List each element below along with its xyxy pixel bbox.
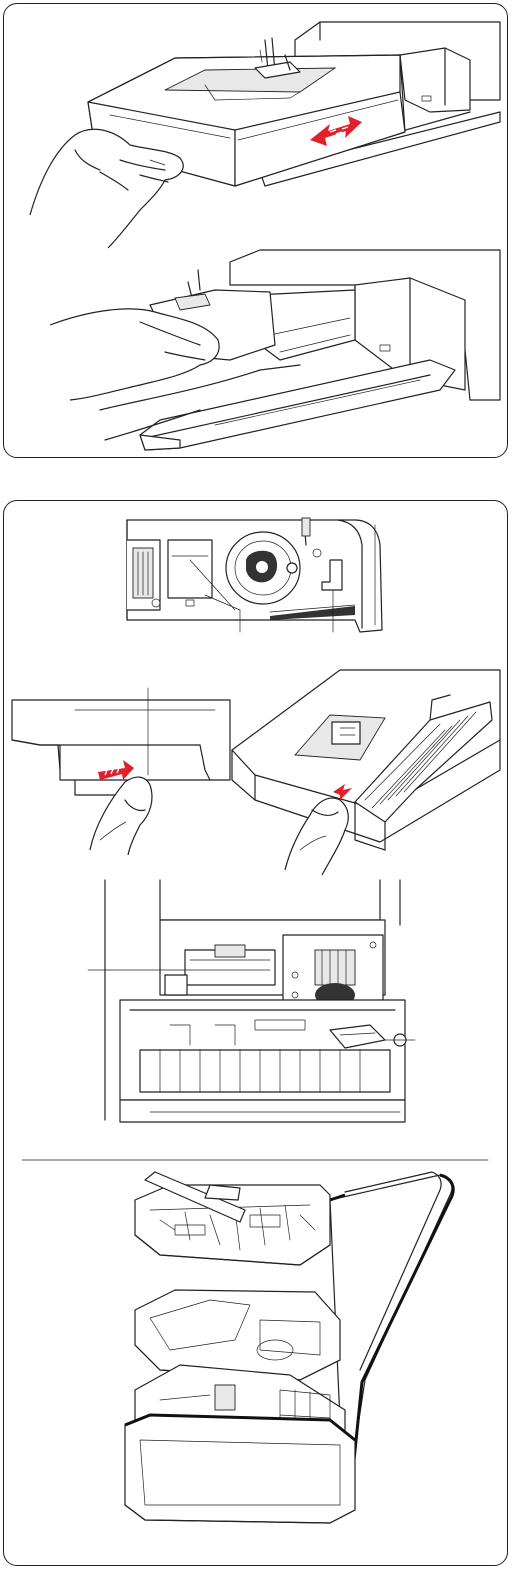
figure-open-cover-right (232, 670, 500, 875)
figure-open-storage-box (88, 880, 415, 1122)
figure-remove-extension-table (30, 22, 500, 248)
figure-accessory-case-exploded (125, 1172, 453, 1523)
figure-storage-compartment-detail (127, 518, 382, 632)
figure-extension-table-removed (50, 250, 500, 450)
figure-open-cover-left (12, 688, 230, 855)
